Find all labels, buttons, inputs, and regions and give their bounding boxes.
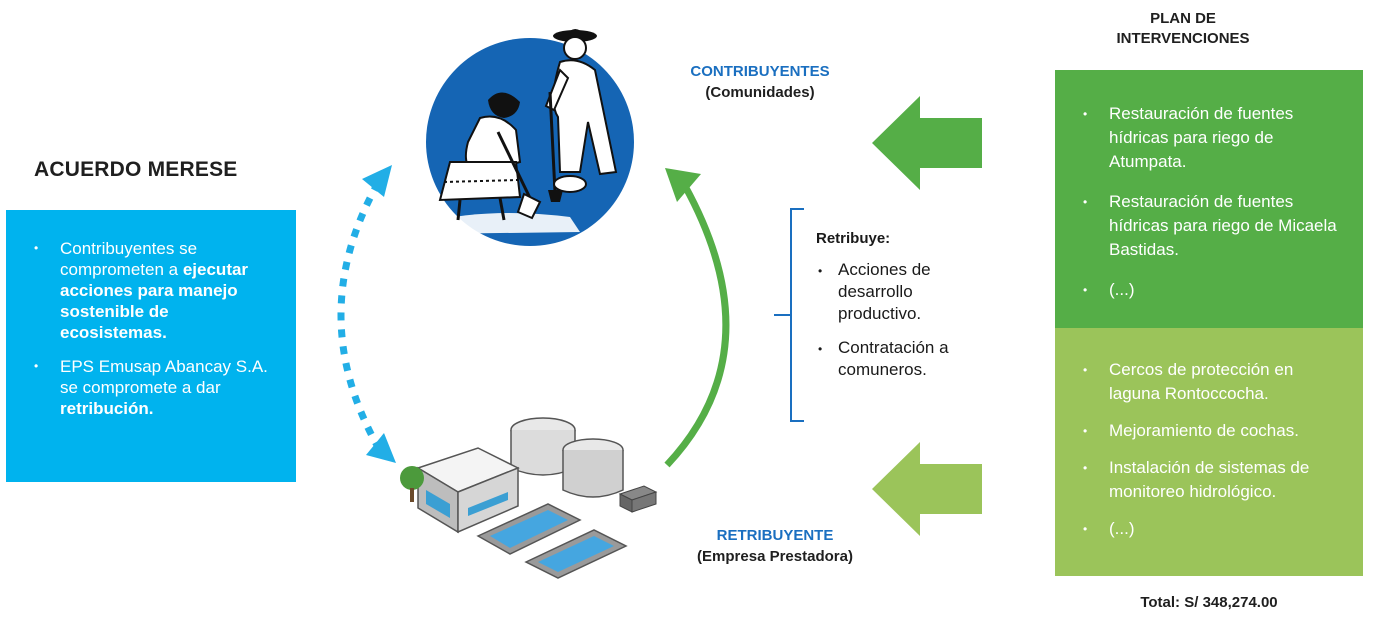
agreement-item-eps: •EPS Emusap Abancay S.A. se compromete a…	[34, 357, 268, 418]
plan-item: •(...)	[1083, 280, 1135, 299]
plan-title: PLAN DE INTERVENCIONES	[1116, 10, 1250, 47]
plan-box-group-1: •Restauración de fuentes hídricas para r…	[1055, 70, 1363, 328]
plan-total: Total: S/ 348,274.00	[1140, 594, 1278, 611]
water-treatment-plant-icon	[400, 417, 658, 579]
plan-box-group-2: •Cercos de protección en laguna Rontocco…	[1055, 328, 1363, 576]
plan-item: •Restauración de fuentes hídricas para r…	[1083, 104, 1294, 171]
agreement-title: ACUERDO MERESE	[34, 158, 238, 181]
retribuye-block: Retribuye: •Acciones de desarrollo produ…	[816, 230, 996, 393]
agreement-item-1-text: Contribuyentes se comprometen a	[60, 239, 198, 279]
contributors-subtitle: (Comunidades)	[705, 84, 815, 101]
arrow-left-dark-green	[872, 96, 982, 190]
agreement-item-contributors: •Contribuyentes se comprometen a ejecuta…	[34, 239, 249, 342]
plan-item-text: Cercos de protección en laguna Rontoccoc…	[1109, 360, 1294, 403]
plan-item-text: Restauración de fuentes hídricas para ri…	[1109, 192, 1337, 259]
bracket	[790, 208, 804, 422]
retributor-subtitle: (Empresa Prestadora)	[697, 548, 853, 565]
contributors-title: CONTRIBUYENTES	[690, 63, 830, 80]
plan-item: •Instalación de sistemas de monitoreo hi…	[1083, 458, 1310, 501]
plan-item-text: Instalación de sistemas de monitoreo hid…	[1109, 458, 1310, 501]
agreement-item-2-bold: retribución.	[60, 399, 154, 418]
retribuye-item: •Acciones de desarrollo productivo.	[818, 260, 931, 323]
plan-item: •(...)	[1083, 519, 1135, 538]
retribuye-item-text: Contratación a comuneros.	[838, 338, 949, 379]
plan-item-text: (...)	[1109, 280, 1135, 299]
arrow-left-light-green	[872, 442, 982, 536]
plan-item: •Mejoramiento de cochas.	[1083, 421, 1299, 440]
farmers-working-icon	[426, 29, 634, 246]
plan-item-text: (...)	[1109, 519, 1135, 538]
plan-item: •Cercos de protección en laguna Rontocco…	[1083, 360, 1294, 403]
plan-item-text: Mejoramiento de cochas.	[1109, 421, 1299, 440]
agreement-box: •Contribuyentes se comprometen a ejecuta…	[6, 210, 296, 482]
curved-arrow	[664, 168, 730, 468]
retribuye-heading: Retribuye:	[816, 230, 891, 247]
agreement-item-1-bold: ejecutar acciones para manejo sostenible…	[60, 260, 249, 342]
dotted-double-arrow	[337, 165, 396, 463]
agreement-item-2-text: EPS Emusap Abancay S.A. se compromete a …	[60, 357, 268, 397]
retributor-title: RETRIBUYENTE	[716, 527, 834, 544]
plan-item: •Restauración de fuentes hídricas para r…	[1083, 192, 1337, 259]
retribuye-item: •Contratación a comuneros.	[818, 338, 949, 379]
plan-item-text: Restauración de fuentes hídricas para ri…	[1109, 104, 1294, 171]
bracket-tick	[774, 314, 790, 316]
retribuye-item-text: Acciones de desarrollo productivo.	[838, 260, 931, 323]
